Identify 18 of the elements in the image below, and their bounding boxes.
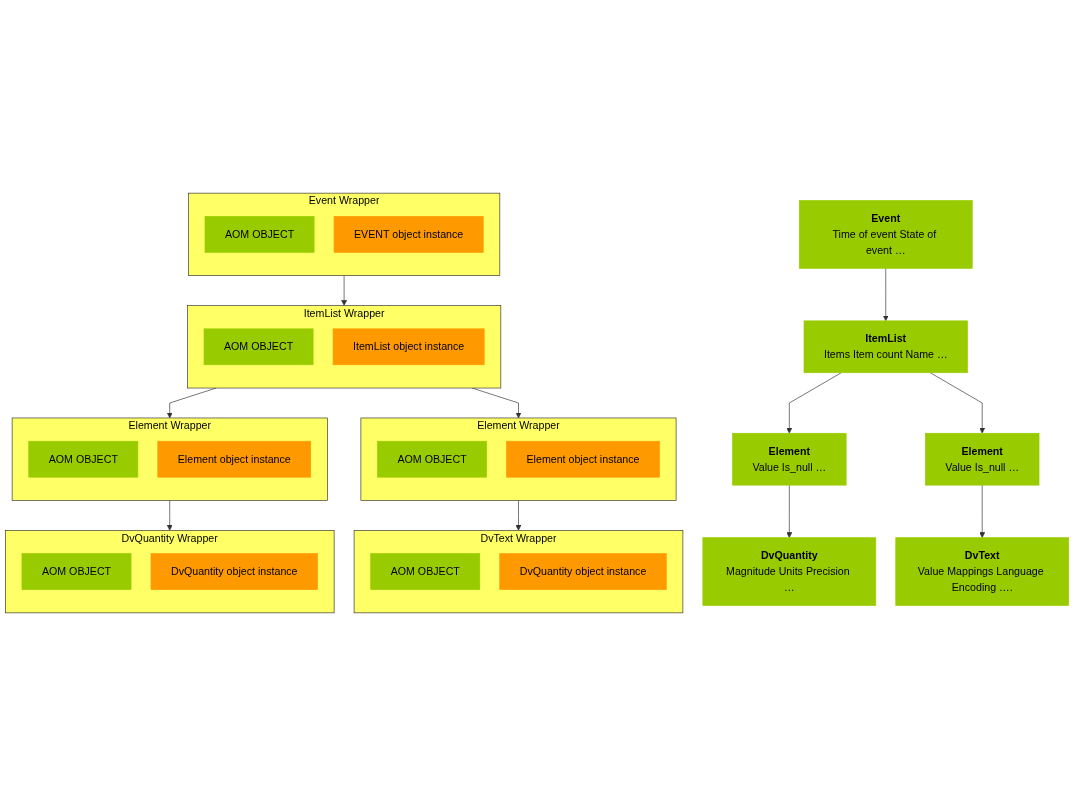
node-box: Element Value Is_null … [732, 432, 847, 486]
node-box: Element object instance [157, 440, 312, 478]
node-box: AOM OBJECT [377, 440, 487, 478]
node-box: ItemList Items Item count Name … [803, 320, 968, 374]
node-box: AOM OBJECT [370, 553, 481, 590]
node-box: Element object instance [506, 440, 660, 478]
node-box: DvQuantity object instance [499, 553, 667, 590]
node-box: Element Value Is_null … [925, 432, 1040, 486]
node-box: ItemList object instance [332, 328, 485, 366]
node-box: AOM OBJECT [28, 440, 139, 478]
node-box: AOM OBJECT [204, 216, 315, 253]
node-box: AOM OBJECT [203, 328, 314, 366]
node-box: DvQuantity Magnitude Units Precision … [702, 537, 877, 606]
node-box: Event Time of event State of event … [798, 200, 973, 269]
node-box: DvQuantity object instance [150, 553, 318, 590]
node-box: EVENT object instance [333, 216, 484, 253]
node-box: DvText Value Mappings Language Encoding …. [895, 537, 1069, 606]
node-box: AOM OBJECT [21, 553, 132, 590]
